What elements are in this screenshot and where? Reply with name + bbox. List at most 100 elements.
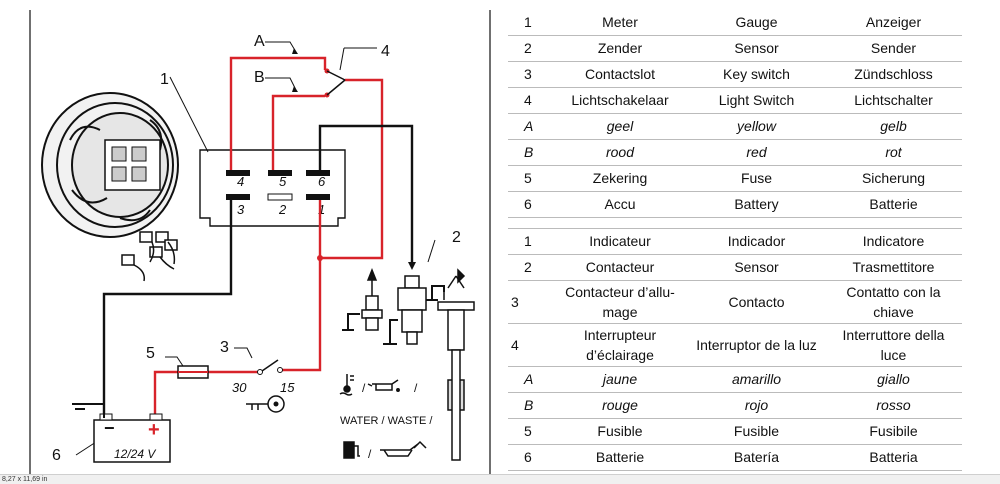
fuel-pump-icon	[343, 441, 360, 459]
legend-cell-b: yellow	[688, 113, 825, 140]
legend-cell-c: giallo	[825, 366, 962, 393]
ground-small-3	[426, 285, 445, 301]
legend-cell-b: Key switch	[688, 61, 825, 88]
legend-cell-b: rojo	[688, 392, 825, 419]
battery-voltage: 12/24 V	[114, 447, 156, 461]
legend-cell-b: red	[688, 139, 825, 166]
legend-cell-c: Batteria	[825, 444, 962, 471]
legend-cell-b: Interruptor de la luz	[688, 323, 825, 367]
legend-cell-b: Contacto	[688, 280, 825, 324]
legend-cell-c: Indicatore	[825, 228, 962, 255]
legend-cell-n: 1	[508, 228, 552, 255]
slash-3: /	[368, 447, 372, 461]
legend-cell-c: Sender	[825, 35, 962, 62]
wiring	[102, 56, 414, 420]
water-waste-label: WATER / WASTE /	[340, 415, 433, 427]
legend-cell-n: 3	[508, 280, 552, 324]
pin-4-label: 4	[237, 174, 244, 189]
pin-3-label: 3	[237, 202, 245, 217]
legend-cell-n: 2	[508, 254, 552, 281]
legend-cell-a: Contactslot	[552, 61, 688, 88]
legend-cell-n: 5	[508, 165, 552, 192]
status-bar: 8,27 x 11,69 in	[0, 474, 1000, 484]
legend-cell-n: A	[508, 113, 552, 140]
legend-cell-a: Meter	[552, 10, 688, 36]
scrollbar[interactable]	[984, 0, 1000, 474]
connector-plugs	[121, 231, 178, 282]
battery-minus: −	[104, 418, 115, 438]
slash-2: /	[414, 381, 418, 395]
legend-cell-a: Interrupteur d’éclairage	[552, 323, 688, 367]
key-icon	[246, 395, 285, 413]
legend-cell-a: Indicateur	[552, 228, 688, 255]
wiring-diagram: 4 5 6 3 2 1	[29, 10, 491, 474]
legend-cell-b: Batería	[688, 444, 825, 471]
legend-cell-a: geel	[552, 113, 688, 140]
legend-cell-c: rot	[825, 139, 962, 166]
legend-cell-c: Zündschloss	[825, 61, 962, 88]
legend-cell-n: 3	[508, 61, 552, 88]
pin-6-label: 6	[318, 174, 326, 189]
terminal-block: 4 5 6 3 2 1	[199, 149, 346, 227]
battery: − + 12/24 V	[93, 413, 171, 463]
key-switch: 30 15	[232, 359, 295, 413]
legend-cell-n: 4	[508, 323, 552, 367]
temperature-sender	[361, 267, 383, 331]
legend-cell-c: Anzeiger	[825, 10, 962, 36]
legend-cell-n: 1	[508, 10, 552, 36]
legend-cell-b: Gauge	[688, 10, 825, 36]
callout-A: A	[254, 33, 265, 50]
legend-cell-b: Sensor	[688, 254, 825, 281]
callout-3: 3	[220, 339, 229, 356]
legend-spacer	[508, 217, 962, 229]
legend-cell-a: rouge	[552, 392, 688, 419]
legend-cell-a: Lichtschakelaar	[552, 87, 688, 114]
legend-cell-b: Fusible	[688, 418, 825, 445]
pressure-sender	[397, 275, 427, 345]
legend-cell-b: Light Switch	[688, 87, 825, 114]
legend-cell-c: Trasmettitore	[825, 254, 962, 281]
light-switch	[324, 47, 377, 98]
callout-2: 2	[452, 229, 461, 246]
battery-plus: +	[148, 419, 160, 441]
ground-small-1	[342, 313, 360, 331]
oil-can-icon	[367, 379, 400, 392]
legend-cell-n: 6	[508, 191, 552, 218]
legend-cell-n: B	[508, 139, 552, 166]
legend-cell-n: A	[508, 366, 552, 393]
legend-cell-n: 6	[508, 444, 552, 471]
callout-5: 5	[146, 345, 155, 362]
pin-2-label: 2	[278, 202, 287, 217]
pin-1-label: 1	[318, 202, 325, 217]
callout-4: 4	[381, 43, 390, 60]
key-terminal-30: 30	[232, 380, 247, 395]
boat-trim-icon	[380, 440, 427, 457]
legend-cell-n: 5	[508, 418, 552, 445]
legend-cell-b: Battery	[688, 191, 825, 218]
ground-small-2	[383, 319, 398, 345]
callout-B: B	[254, 69, 265, 86]
legend-cell-a: Contacteur	[552, 254, 688, 281]
legend-cell-n: B	[508, 392, 552, 419]
legend-cell-c: gelb	[825, 113, 962, 140]
legend-cell-a: jaune	[552, 366, 688, 393]
pin-5-label: 5	[279, 174, 287, 189]
legend-cell-c: rosso	[825, 392, 962, 419]
